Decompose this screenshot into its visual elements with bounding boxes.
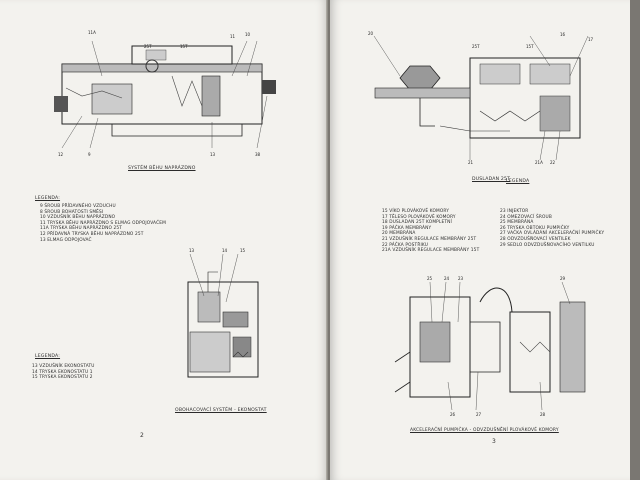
legend-item: 13 ELMAG ODPOJOVAČ [40, 237, 92, 243]
figure-caption: SYSTÉM BĚHU NAPRÁZDNO [128, 166, 196, 171]
legend-title: LEGENDA: [35, 196, 61, 201]
legend-item: 21A VZDUŠNÍK REGULACE MEMBRÁNY 15T [382, 248, 480, 254]
legend-item: 11A TRYSKA BĚHU NAPRÁZDNO 25T [40, 226, 123, 232]
part-label: 21A [535, 160, 543, 165]
legend-title: LEGENDA: [35, 354, 61, 359]
book-spine [326, 0, 332, 480]
part-label: 11 [230, 34, 236, 39]
legend-item: 18 DUSLADAN 25T KOMPLETNÍ [382, 220, 452, 226]
part-label: 28 [540, 412, 546, 417]
legend-item: 29 SEDLO ODVZDUŠŇOVACÍHO VENTILKU [500, 242, 595, 248]
legend-item: 21 VZDUŠNÍK REGULACE MEMBRÁNY 25T [382, 236, 477, 242]
part-label: 25T [472, 44, 480, 49]
part-label: 15T [526, 44, 534, 49]
legend-list: 13 VZDUŠNÍK EKONOSTATU 14 TRYSKA EKONOST… [32, 364, 95, 381]
legend-item: 10 VZDUŠNÍK BĚHU NAPRÁZDNO [40, 215, 116, 221]
legend-item: 26 TRYSKA OBTOKU PUMPIČKY [500, 225, 570, 231]
legend-item: 11 TRYSKA BĚHU NAPRÁZDNO S ELMAG ODPOJOV… [40, 220, 166, 226]
legend-item: 19 PÁČKA MEMBRÁNY [382, 225, 432, 231]
legend-item: 15 VÍKO PLOVÁKOVÉ KOMORY [382, 209, 450, 214]
part-label: 12 [58, 152, 64, 157]
econostat-drawing [187, 253, 259, 378]
figure-caption: OBOHACOVACÍ SYSTÉM - EKONOSTAT [175, 408, 267, 413]
legend-list: 9 ŠROUB PŘÍDAVNÉHO VZDUCHU 8 ŠROUB BOHAT… [40, 204, 166, 243]
legend-item: 25 MEMBRÁNA [500, 220, 534, 226]
legend-item: 24 OMEZOVACÍ ŠROUB [500, 214, 552, 220]
legend-title: LEGENDA [506, 179, 530, 184]
part-label: 29 [560, 276, 566, 281]
part-label: 17 [588, 37, 594, 42]
legend-item: 13 VZDUŠNÍK EKONOSTATU [32, 364, 95, 369]
page-number: 2 [140, 432, 144, 439]
right-page: 20 25T 15T 16 17 21 21A 22 DUSLADAN 25T … [330, 0, 630, 480]
figure-caption: DUSLADAN 25T [472, 177, 511, 182]
part-label: 38 [255, 152, 261, 157]
accelerator-pump-drawing [394, 281, 586, 411]
part-label: 14 [222, 248, 228, 253]
part-label: 26 [450, 412, 456, 417]
part-label: 16 [560, 32, 566, 37]
legend-item: 12 PŘÍDAVNÁ TRYSKA BĚHU NAPRÁZDNO 25T [40, 231, 144, 237]
part-label: 15 [240, 248, 246, 253]
part-label: 25T [144, 44, 152, 49]
part-label: 13 [189, 248, 195, 253]
legend-item: 22 PÁČKA POSTŘIKU [382, 242, 429, 248]
figure-caption: AKCELERAČNÍ PUMPIČKA - ODVZDUŠNĚNÍ PLOVÁ… [410, 428, 559, 433]
legend-item: 27 VAČKA OVLÁDÁNÍ AKCELERAČNÍ PUMPIČKY [500, 231, 605, 237]
part-label: 11A [88, 30, 96, 35]
legend-item: 20 MEMBRÁNA [382, 231, 416, 237]
legend-item: 17 TĚLESO PLOVÁKOVÉ KOMORY [382, 214, 456, 220]
legend-item: 8 ŠROUB BOHATOSTI SMĚSI [40, 209, 104, 215]
legend-item: 15 TRYSKA EKONOSTATU 2 [32, 375, 93, 381]
legend-list-left: 15 VÍKO PLOVÁKOVÉ KOMORY 17 TĚLESO PLOVÁ… [382, 209, 479, 254]
part-label: 9 [88, 152, 91, 157]
legend-item: 9 ŠROUB PŘÍDAVNÉHO VZDUCHU [40, 204, 116, 209]
part-label: 20 [368, 31, 374, 36]
left-page: 11A 25T 15T 11 10 12 9 13 38 SYSTÉM BĚHU… [0, 0, 328, 480]
part-label: 10 [245, 32, 251, 37]
legend-item: 14 TRYSKA EKONOSTATU 1 [32, 369, 93, 375]
legend-list-right: 23 INJEKTOR 24 OMEZOVACÍ ŠROUB 25 MEMBRÁ… [500, 209, 604, 248]
dusladan-drawing [373, 35, 589, 161]
background-edge [630, 0, 640, 480]
part-label: 13 [210, 152, 216, 157]
page-number: 3 [492, 438, 496, 445]
part-label: 25 [427, 276, 433, 281]
part-label: 27 [476, 412, 482, 417]
part-label: 24 [444, 276, 450, 281]
legend-item: 23 INJEKTOR [500, 209, 529, 214]
part-label: 22 [550, 160, 556, 165]
part-label: 21 [468, 160, 474, 165]
legend-item: 28 ODVZDUŠŇOVACÍ VENTILEK [500, 236, 571, 242]
part-label: 23 [458, 276, 464, 281]
part-label: 15T [180, 44, 188, 49]
idle-system-drawing [54, 40, 276, 149]
